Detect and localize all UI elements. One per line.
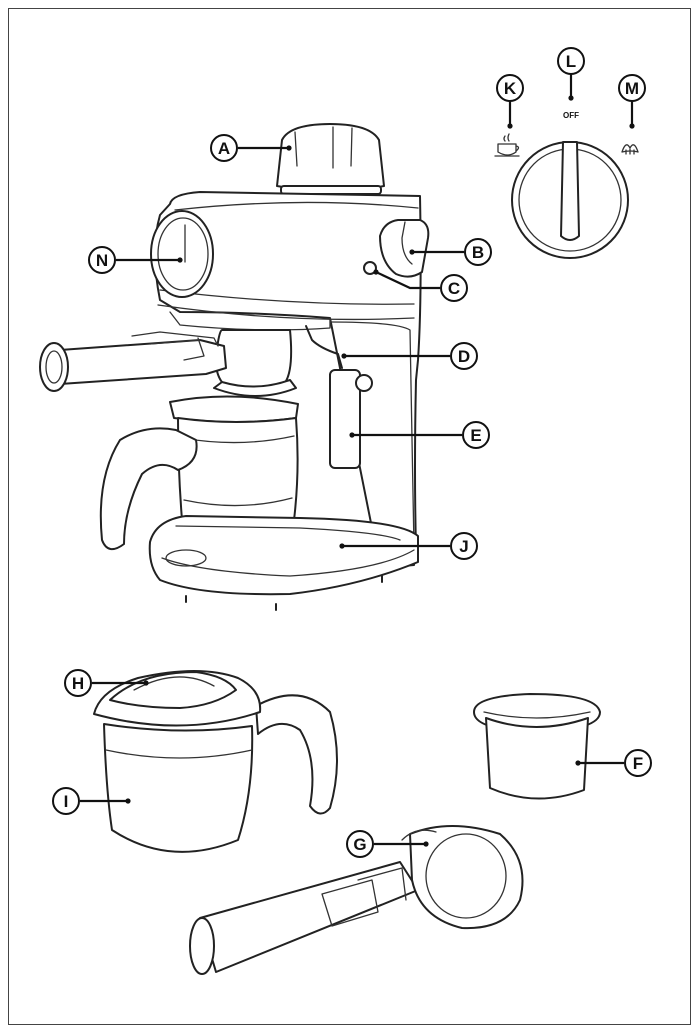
callout-label-A: A	[218, 139, 230, 158]
callout-label-F: F	[633, 754, 643, 773]
callout-label-J: J	[459, 537, 468, 556]
callout-I: I	[52, 787, 80, 815]
coffee-cup-icon	[494, 133, 520, 157]
steam-icon	[621, 144, 639, 155]
pressure-gauge	[150, 210, 214, 298]
callout-label-D: D	[458, 347, 470, 366]
callout-label-E: E	[470, 426, 481, 445]
callout-A: A	[210, 134, 238, 162]
function-dial	[511, 141, 629, 259]
brew-head	[213, 329, 297, 397]
attached-portafilter	[39, 331, 227, 392]
callout-label-G: G	[353, 835, 366, 854]
glass-carafe	[93, 670, 338, 853]
callout-D: D	[450, 342, 478, 370]
callout-label-M: M	[625, 79, 639, 98]
portafilter	[189, 825, 524, 975]
callout-label-N: N	[96, 251, 108, 270]
callout-label-K: K	[504, 79, 517, 98]
drip-tray	[148, 515, 419, 611]
top-cap	[276, 123, 385, 195]
espresso-machine	[39, 123, 430, 611]
callout-label-C: C	[448, 279, 460, 298]
callout-J: J	[450, 532, 478, 560]
callout-G: G	[346, 830, 374, 858]
callout-M: M	[618, 74, 646, 102]
callout-H: H	[64, 669, 92, 697]
leader-lines	[80, 74, 634, 846]
off-label: OFF	[563, 111, 579, 120]
callout-label-I: I	[64, 792, 69, 811]
power-indicator	[363, 261, 377, 275]
machine-body	[154, 191, 422, 569]
callout-N: N	[88, 246, 116, 274]
page-border	[8, 8, 691, 1025]
callout-L: L	[557, 47, 585, 75]
callout-label-L: L	[566, 52, 576, 71]
callout-F: F	[624, 749, 652, 777]
callout-K: K	[496, 74, 524, 102]
callout-E: E	[462, 421, 490, 449]
filter-basket	[473, 693, 601, 800]
callout-label-B: B	[472, 243, 484, 262]
selector-knob	[379, 219, 430, 278]
callout-C: C	[440, 274, 468, 302]
callout-label-H: H	[72, 674, 84, 693]
leader-dots	[125, 95, 635, 847]
callout-B: B	[464, 238, 492, 266]
steam-wand	[305, 325, 373, 469]
